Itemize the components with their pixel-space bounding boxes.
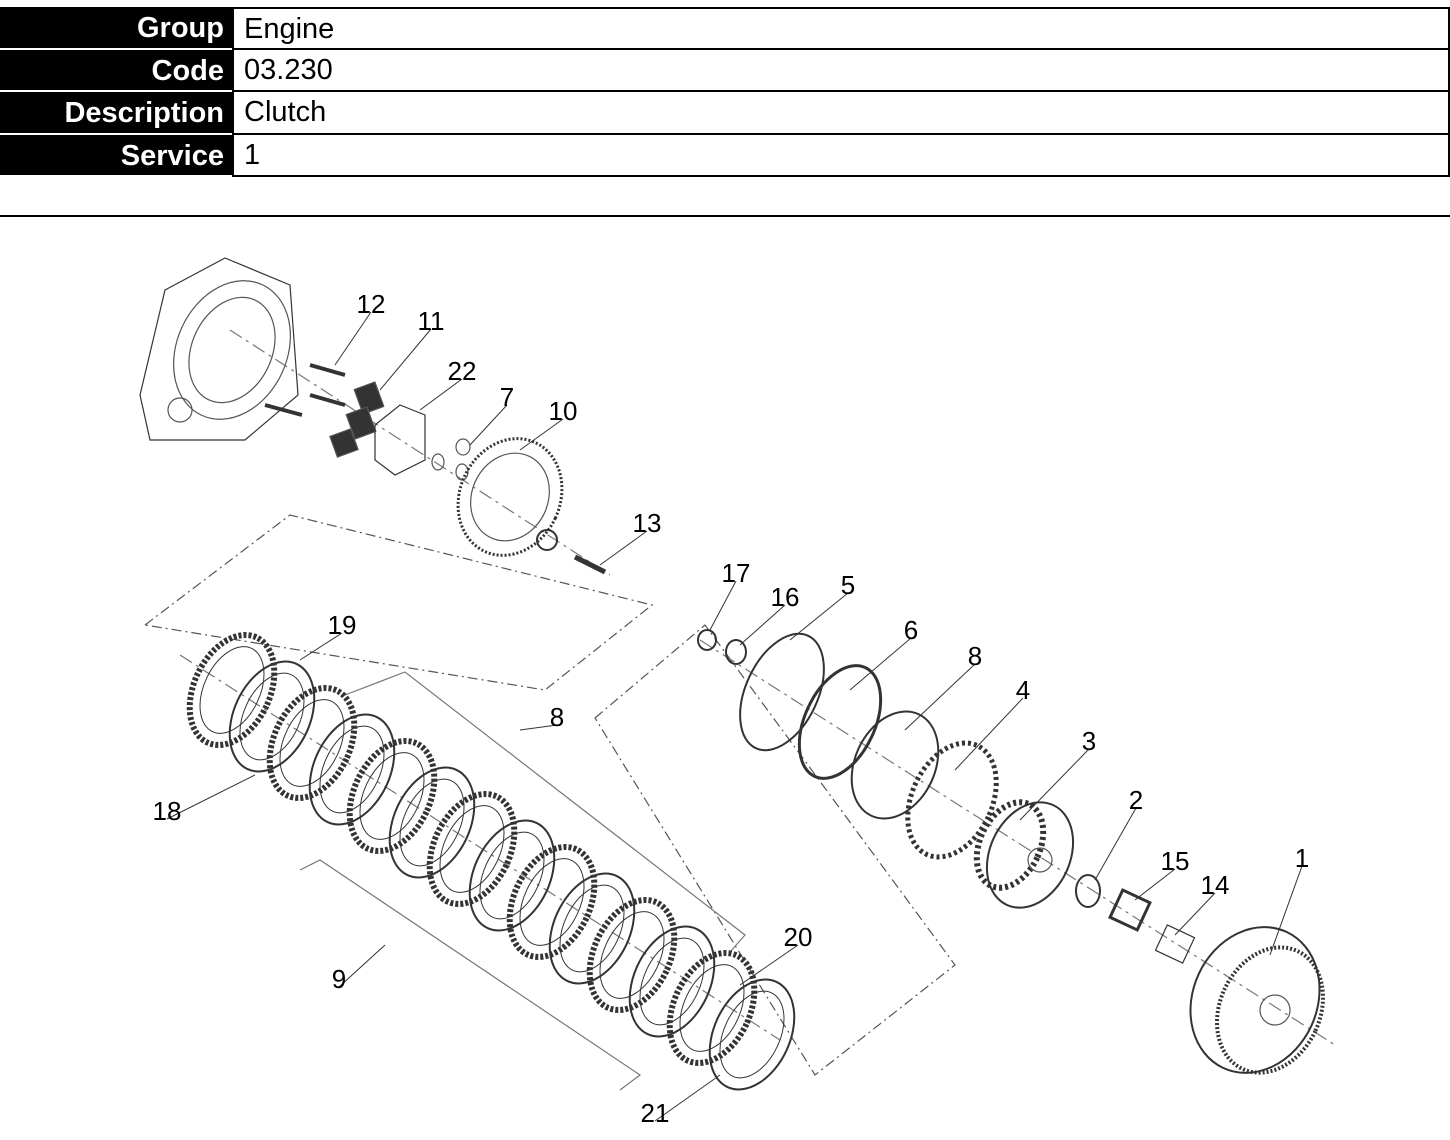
service-label: Service (0, 134, 232, 177)
part-callout-21: 21 (641, 1098, 670, 1128)
steel-plate (548, 872, 636, 985)
row-group: Group Engine (0, 7, 1450, 50)
steel-plate (399, 778, 465, 867)
friction-plate (266, 685, 358, 801)
clutch-basket (1189, 926, 1325, 1075)
friction-plate (599, 911, 665, 999)
part-callout-12: 12 (357, 289, 386, 319)
steel-plate (308, 713, 396, 826)
steel-plate (719, 990, 785, 1079)
leader-line (1174, 892, 1216, 936)
leader-line (519, 724, 558, 731)
row-description: Description Clutch (0, 92, 1450, 135)
part-callout-9: 9 (332, 964, 346, 994)
part-callout-10: 10 (549, 396, 578, 426)
friction-plate (679, 964, 745, 1052)
divider (0, 215, 1450, 217)
steel-plate (559, 884, 625, 973)
part-callout-15: 15 (1161, 846, 1190, 876)
part-callout-13: 13 (633, 508, 662, 538)
leader-line (954, 697, 1024, 771)
leader-line (1094, 807, 1137, 881)
friction-plate (586, 897, 678, 1013)
part-callout-8: 8 (968, 641, 982, 671)
part-callout-3: 3 (1082, 726, 1096, 756)
description-label: Description (0, 92, 232, 135)
leader-line (338, 944, 386, 988)
part-callout-11: 11 (418, 306, 445, 336)
part-callout-16: 16 (771, 582, 800, 612)
leader-line (419, 378, 463, 411)
dashed-group-outline (594, 624, 956, 1076)
leader-line (1134, 868, 1176, 901)
part-callout-22: 22 (448, 356, 477, 386)
code-value: 03.230 (232, 49, 1450, 92)
steel-plate (388, 766, 476, 879)
leader-line (789, 592, 849, 641)
part-callout-20: 20 (784, 922, 813, 952)
group-label: Group (0, 7, 232, 50)
leader-line (379, 328, 432, 391)
part-callout-5: 5 (841, 570, 855, 600)
row-code: Code 03.230 (0, 49, 1450, 92)
clutch-cover (139, 257, 299, 441)
leader-line (299, 632, 343, 661)
info-table: Group Engine Code 03.230 Description Clu… (0, 7, 1450, 177)
leader-line (1019, 748, 1090, 821)
steel-plate (319, 725, 385, 814)
part-callout-18: 18 (153, 796, 182, 826)
friction-plate (199, 646, 265, 734)
friction-plate (359, 752, 425, 840)
steel-plate (639, 937, 705, 1026)
leader-line (904, 663, 976, 731)
steel-plate (228, 660, 316, 773)
dashed-group-outline (143, 514, 654, 691)
service-value: 1 (232, 134, 1450, 177)
part-callout-14: 14 (1201, 870, 1230, 900)
leader-line (849, 637, 912, 691)
leader-line (469, 404, 508, 446)
part-callout-6: 6 (904, 615, 918, 645)
bolt (264, 403, 303, 417)
friction-plate (439, 805, 505, 893)
part-callout-4: 4 (1016, 675, 1030, 705)
part-callout-1: 1 (1295, 843, 1309, 873)
friction-plate (346, 738, 438, 854)
part-callout-7: 7 (500, 382, 514, 412)
part-callout-2: 2 (1129, 785, 1143, 815)
steel-plate (239, 672, 305, 761)
leader-line (739, 604, 786, 646)
friction-plate (186, 632, 278, 748)
steel-plate (479, 831, 545, 920)
leader-line (519, 418, 564, 451)
leader-line (166, 774, 256, 820)
leader-line (709, 580, 737, 631)
row-service: Service 1 (0, 134, 1450, 177)
clutch-hub (973, 799, 1075, 909)
leader-line (334, 311, 372, 366)
steel-plate (468, 819, 556, 932)
friction-plate (279, 699, 345, 787)
leader-line (654, 1074, 721, 1122)
friction-plate (426, 791, 518, 907)
part-callout-8: 8 (550, 702, 564, 732)
description-value: Clutch (232, 92, 1450, 135)
leader-line (599, 530, 648, 566)
leader-line (1269, 865, 1303, 956)
code-label: Code (0, 49, 232, 92)
friction-plate (506, 844, 598, 960)
group-value: Engine (232, 7, 1450, 50)
steel-plate (708, 978, 796, 1091)
part-callout-19: 19 (328, 610, 357, 640)
steel-plate (628, 925, 716, 1038)
part-callout-17: 17 (722, 558, 751, 588)
friction-plate (519, 858, 585, 946)
leader-line (739, 944, 799, 986)
